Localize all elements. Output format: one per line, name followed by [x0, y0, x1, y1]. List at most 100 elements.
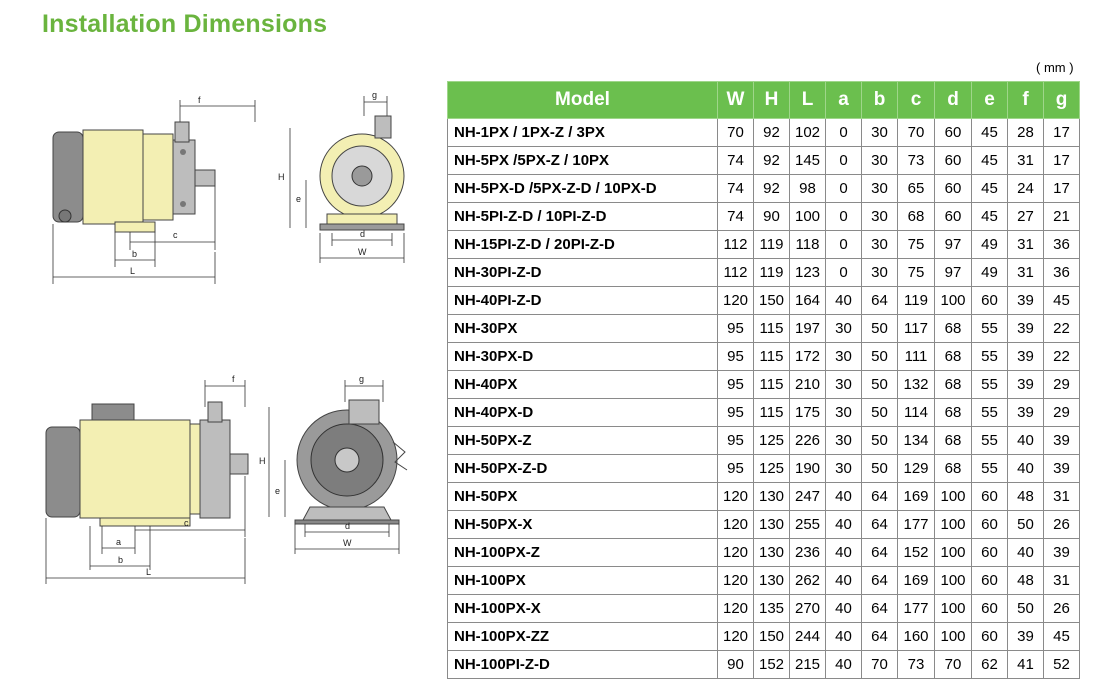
value-cell: 119 — [897, 286, 935, 315]
value-cell: 117 — [897, 314, 935, 343]
value-cell: 30 — [861, 202, 898, 231]
value-cell: 29 — [1043, 398, 1080, 427]
value-cell: 39 — [1043, 538, 1080, 567]
value-cell: 100 — [934, 622, 972, 651]
value-cell: 0 — [825, 118, 862, 147]
value-cell: 97 — [934, 258, 972, 287]
header-d: d — [934, 81, 972, 119]
dim-L-label: L — [146, 567, 151, 577]
value-cell: 130 — [753, 566, 790, 595]
unit-label: ( mm ) — [1036, 60, 1074, 75]
value-cell: 74 — [717, 174, 754, 203]
value-cell: 95 — [717, 426, 754, 455]
value-cell: 98 — [789, 174, 826, 203]
dim-g-label: g — [372, 90, 377, 100]
value-cell: 120 — [717, 510, 754, 539]
value-cell: 95 — [717, 398, 754, 427]
value-cell: 100 — [789, 202, 826, 231]
value-cell: 40 — [825, 566, 862, 595]
value-cell: 31 — [1043, 566, 1080, 595]
value-cell: 100 — [934, 594, 972, 623]
model-cell: NH-50PX-Z-D — [447, 454, 718, 483]
value-cell: 64 — [861, 482, 898, 511]
dim-g-label: g — [359, 374, 364, 384]
value-cell: 45 — [971, 174, 1008, 203]
value-cell: 118 — [789, 230, 826, 259]
value-cell: 45 — [971, 118, 1008, 147]
value-cell: 97 — [934, 230, 972, 259]
value-cell: 40 — [825, 286, 862, 315]
value-cell: 49 — [971, 258, 1008, 287]
value-cell: 40 — [825, 594, 862, 623]
value-cell: 31 — [1007, 230, 1044, 259]
value-cell: 50 — [861, 342, 898, 371]
value-cell: 39 — [1043, 454, 1080, 483]
value-cell: 55 — [971, 454, 1008, 483]
value-cell: 30 — [861, 258, 898, 287]
value-cell: 17 — [1043, 174, 1080, 203]
value-cell: 112 — [717, 258, 754, 287]
large-pump-front-view: g H e d W — [255, 372, 430, 557]
value-cell: 150 — [753, 622, 790, 651]
header-c: c — [897, 81, 935, 119]
value-cell: 50 — [861, 370, 898, 399]
value-cell: 73 — [897, 146, 935, 175]
value-cell: 130 — [753, 538, 790, 567]
value-cell: 70 — [897, 118, 935, 147]
model-cell: NH-40PX — [447, 370, 718, 399]
value-cell: 30 — [825, 454, 862, 483]
value-cell: 65 — [897, 174, 935, 203]
value-cell: 0 — [825, 174, 862, 203]
value-cell: 0 — [825, 146, 862, 175]
value-cell: 60 — [971, 566, 1008, 595]
model-cell: NH-100PX-ZZ — [447, 622, 718, 651]
page-title: Installation Dimensions — [42, 10, 328, 38]
value-cell: 100 — [934, 482, 972, 511]
value-cell: 114 — [897, 398, 935, 427]
dim-d-label: d — [360, 229, 365, 239]
header-g: g — [1043, 81, 1080, 119]
small-pump-front-view: g H e d W — [272, 88, 422, 268]
value-cell: 100 — [934, 566, 972, 595]
value-cell: 60 — [971, 594, 1008, 623]
value-cell: 39 — [1007, 342, 1044, 371]
value-cell: 70 — [861, 650, 898, 679]
dim-e-label: e — [275, 486, 280, 496]
value-cell: 52 — [1043, 650, 1080, 679]
value-cell: 40 — [825, 482, 862, 511]
value-cell: 60 — [971, 510, 1008, 539]
value-cell: 60 — [934, 174, 972, 203]
value-cell: 120 — [717, 286, 754, 315]
dim-a-label: a — [116, 537, 121, 547]
value-cell: 40 — [825, 622, 862, 651]
value-cell: 95 — [717, 342, 754, 371]
value-cell: 39 — [1007, 370, 1044, 399]
value-cell: 55 — [971, 398, 1008, 427]
value-cell: 125 — [753, 454, 790, 483]
value-cell: 26 — [1043, 510, 1080, 539]
model-cell: NH-5PX-D /5PX-Z-D / 10PX-D — [447, 174, 718, 203]
dim-e-label: e — [296, 194, 301, 204]
value-cell: 55 — [971, 314, 1008, 343]
dim-W-label: W — [358, 247, 367, 257]
value-cell: 160 — [897, 622, 935, 651]
value-cell: 152 — [897, 538, 935, 567]
header-e: e — [971, 81, 1008, 119]
value-cell: 190 — [789, 454, 826, 483]
value-cell: 92 — [753, 118, 790, 147]
value-cell: 31 — [1007, 258, 1044, 287]
value-cell: 75 — [897, 230, 935, 259]
dim-f-label: f — [232, 374, 235, 384]
value-cell: 111 — [897, 342, 935, 371]
